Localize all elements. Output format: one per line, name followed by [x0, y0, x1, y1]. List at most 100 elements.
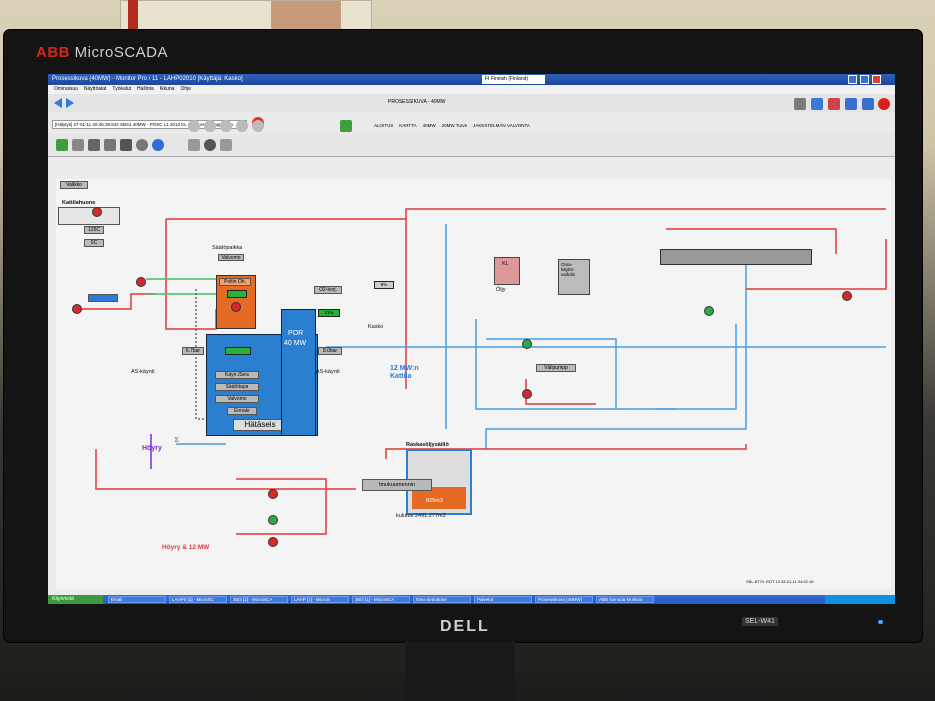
taskbar-item-5[interactable]: Oma tiedottone	[413, 596, 471, 603]
control-room-toggle[interactable]: Valvomo	[215, 395, 259, 403]
window-title: Prosessikuva (40MW) - Monitor Pro / 11 -…	[52, 76, 243, 82]
boiler-room-label: Kattilahuone	[62, 200, 96, 206]
pump-red-bottom-2[interactable]	[268, 537, 278, 547]
alarm-text[interactable]: [Hälytys] 27-01-11 20:46:38.642 SBS1 40M…	[52, 120, 247, 129]
close-button[interactable]	[872, 75, 881, 84]
taskbar-item-1[interactable]: LAHP0 [1] - MicroSC	[169, 596, 227, 603]
monitor-model-label: SEL-W41	[742, 617, 778, 626]
tools-icon[interactable]	[340, 120, 352, 132]
zoom-in-icon[interactable]	[204, 120, 216, 132]
zoom-area-icon[interactable]	[252, 120, 264, 132]
kl-box: KL	[494, 257, 520, 285]
menu-item-4[interactable]: Ikkuna	[159, 86, 175, 92]
stop-icon[interactable]	[878, 98, 890, 110]
emergency-stop-button[interactable]: Hätäseis	[233, 419, 287, 431]
folder-icon[interactable]	[188, 139, 200, 151]
menu-item-1[interactable]: Näyttöalat	[83, 86, 107, 92]
zoom-icon-1[interactable]	[188, 120, 200, 132]
burner-red-button[interactable]	[231, 302, 241, 312]
menu-button[interactable]: Valikko	[60, 181, 88, 189]
refresh-icon[interactable]	[204, 139, 216, 151]
document-icon[interactable]	[104, 139, 116, 151]
window-icon-2[interactable]	[862, 98, 874, 110]
menu-item-3[interactable]: Hallinta	[137, 86, 154, 92]
help-icon[interactable]	[152, 139, 164, 151]
zoom-fit-icon[interactable]	[236, 120, 248, 132]
menu-item-2[interactable]: Työkalut	[112, 86, 132, 92]
pump-icon-1[interactable]	[72, 304, 82, 314]
taskbar-item-2[interactable]: 30/3 [1] - MicroSCA	[230, 596, 288, 603]
pipe-red-3	[166, 208, 426, 220]
advance-button[interactable]: Ennakr	[227, 407, 257, 415]
window-icon[interactable]	[845, 98, 857, 110]
gear-icon[interactable]	[136, 139, 148, 151]
pump-red-bottom-1[interactable]	[268, 489, 278, 499]
language-indicator[interactable]: FI Finnish (Finland)	[482, 75, 545, 84]
start-stop-button[interactable]: Käyn./Seis	[215, 371, 259, 379]
pump-green-bottom[interactable]	[268, 515, 278, 525]
steam-12mw-label: Höyry & 12 MW	[162, 544, 210, 551]
kl-label: KL	[502, 261, 509, 267]
pump-red-far-right[interactable]	[842, 291, 852, 301]
window-titlebar[interactable]: Prosessikuva (40MW) - Monitor Pro / 11 -…	[48, 74, 895, 85]
kasko-label-1: Kasko	[368, 324, 384, 330]
boiler-room-temp: 125C	[84, 226, 104, 234]
dell-logo: DELL	[440, 618, 490, 635]
open-icon[interactable]	[220, 139, 232, 151]
pump-green-1[interactable]	[522, 339, 532, 349]
taskbar-item-4[interactable]: 30/3 [1] - MicroSCA	[352, 596, 410, 603]
user-icon[interactable]	[828, 98, 840, 110]
toolbar-link-4[interactable]: JAKESTELMÄN VALVONTA	[473, 123, 530, 128]
home-icon[interactable]	[56, 139, 68, 151]
save-icon[interactable]	[72, 139, 84, 151]
monitor-icon[interactable]	[794, 98, 806, 110]
steam-valve-icon[interactable]: ⧖	[174, 437, 179, 444]
toolbar-link-1[interactable]: KARTTA	[399, 123, 417, 128]
forward-arrow-icon[interactable]	[66, 98, 74, 108]
taskbar-item-7[interactable]: Prosessikuva (40MW)	[535, 596, 593, 603]
valve-position: 8%	[374, 281, 394, 289]
pressure-6-7: 6.7bar	[182, 347, 204, 355]
boiler-room-fan-icon[interactable]	[92, 207, 102, 217]
minimize-button[interactable]	[848, 75, 857, 84]
pump-red-center[interactable]	[522, 389, 532, 399]
toolbar-link-2[interactable]: 40MW	[422, 123, 436, 128]
back-arrow-icon[interactable]	[54, 98, 62, 108]
control-mode-button[interactable]: Säätötapa	[215, 383, 259, 391]
taskbar-item-0[interactable]: Email	[108, 596, 166, 603]
boiler-room-out: 0C	[84, 239, 104, 247]
burner-green-status	[227, 290, 247, 298]
toolbar-link-0[interactable]: ALOITUS	[374, 123, 394, 128]
toolbar-link-3[interactable]: 20MW Turve	[441, 123, 468, 128]
menu-item-0[interactable]: Ominaisuu	[54, 86, 78, 92]
taskbar-item-3[interactable]: LAHP [1] - MicroS	[291, 596, 349, 603]
heat-exchanger-right	[660, 249, 812, 265]
binoculars-icon[interactable]	[120, 139, 132, 151]
monitor-brand: ABB MicroSCADA	[36, 44, 168, 61]
display-icon[interactable]	[811, 98, 823, 110]
start-button[interactable]: Käynnistä	[48, 595, 103, 604]
print-icon[interactable]	[88, 139, 100, 151]
pump-green-right[interactable]	[704, 306, 714, 316]
heavy-oil-tank: 825m3	[406, 449, 472, 515]
pipe-red-11	[236, 478, 327, 535]
pump-icon-2[interactable]	[136, 277, 146, 287]
pressure-8-0: 8.0bar	[318, 347, 342, 355]
tank-level-value: 825m3	[426, 498, 443, 504]
menu-item-5[interactable]: Ohje	[180, 86, 192, 92]
pipe-red-10	[95, 449, 356, 490]
taskbar-item-6[interactable]: Palvelut	[474, 596, 532, 603]
page-title: PROSESSIKUVA - 40MW	[388, 99, 446, 105]
suction-heater-box: Imukuumennin	[362, 479, 432, 491]
maximize-button[interactable]	[860, 75, 869, 84]
pipe-green	[146, 278, 216, 295]
por-label: POR	[288, 330, 304, 337]
zoom-out-icon[interactable]	[220, 120, 232, 132]
power-led	[878, 620, 883, 624]
control-room-button[interactable]: Valvomo	[218, 254, 244, 261]
boiler-stack: POR 40 MW	[281, 309, 316, 436]
steam-label: Höyry	[142, 445, 162, 452]
pipe-blue-3	[486, 338, 617, 409]
taskbar-item-8[interactable]: ABB Genuda Monitori	[596, 596, 654, 603]
menu-bar: Ominaisuu Näyttöalat Työkalut Hallinta Ikkun…	[48, 85, 895, 94]
